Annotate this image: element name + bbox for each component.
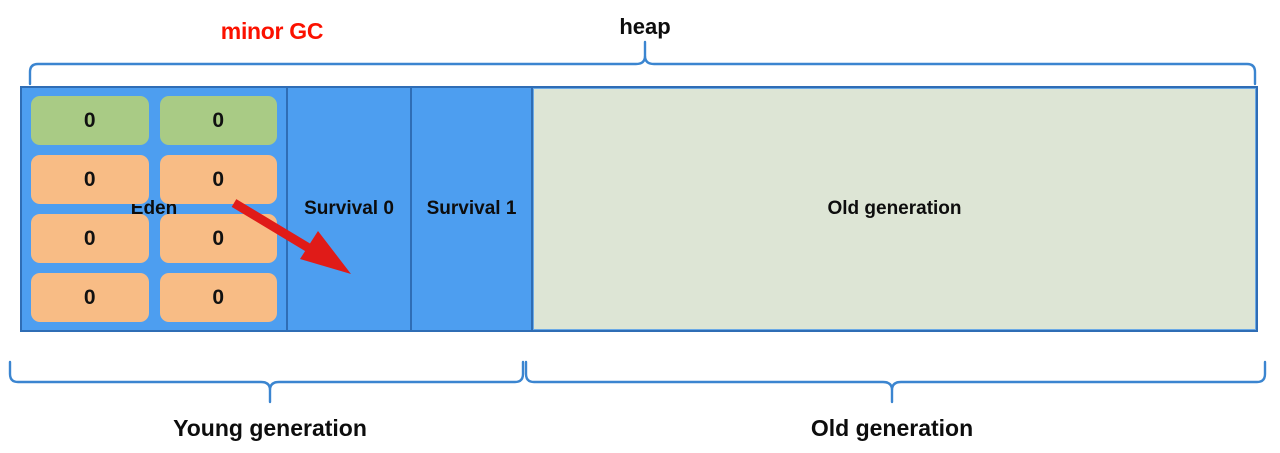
- old-generation-label: Old generation: [827, 198, 962, 219]
- heap-title-label: heap: [619, 14, 671, 39]
- eden-object: 0: [31, 214, 149, 263]
- eden-object: 0: [31, 96, 149, 145]
- region-survival-0: Survival 0: [288, 88, 412, 330]
- eden-object-grid: 0 0 0 0 0 0 0 0: [22, 88, 286, 330]
- survival-0-label: Survival 0: [304, 198, 394, 219]
- heap-container: Eden 0 0 0 0 0 0 0 0 Survival 0 Survival…: [20, 86, 1258, 332]
- eden-object: 0: [159, 155, 277, 204]
- old-generation-brace: [524, 360, 1267, 404]
- survival-1-label: Survival 1: [426, 198, 517, 219]
- eden-object: 0: [159, 273, 277, 322]
- eden-object: 0: [159, 214, 277, 263]
- old-generation-bottom-label: Old generation: [810, 415, 974, 441]
- region-eden: Eden 0 0 0 0 0 0 0 0: [22, 88, 288, 330]
- eden-object: 0: [31, 155, 149, 204]
- heap-brace: [28, 40, 1257, 86]
- young-generation-bottom-label: Young generation: [173, 415, 367, 441]
- young-generation-brace: [8, 360, 525, 404]
- eden-object: 0: [159, 96, 277, 145]
- region-survival-1: Survival 1: [412, 88, 533, 330]
- minor-gc-annotation: minor GC: [220, 18, 324, 44]
- eden-object: 0: [31, 273, 149, 322]
- region-old-generation: Old generation: [533, 88, 1256, 330]
